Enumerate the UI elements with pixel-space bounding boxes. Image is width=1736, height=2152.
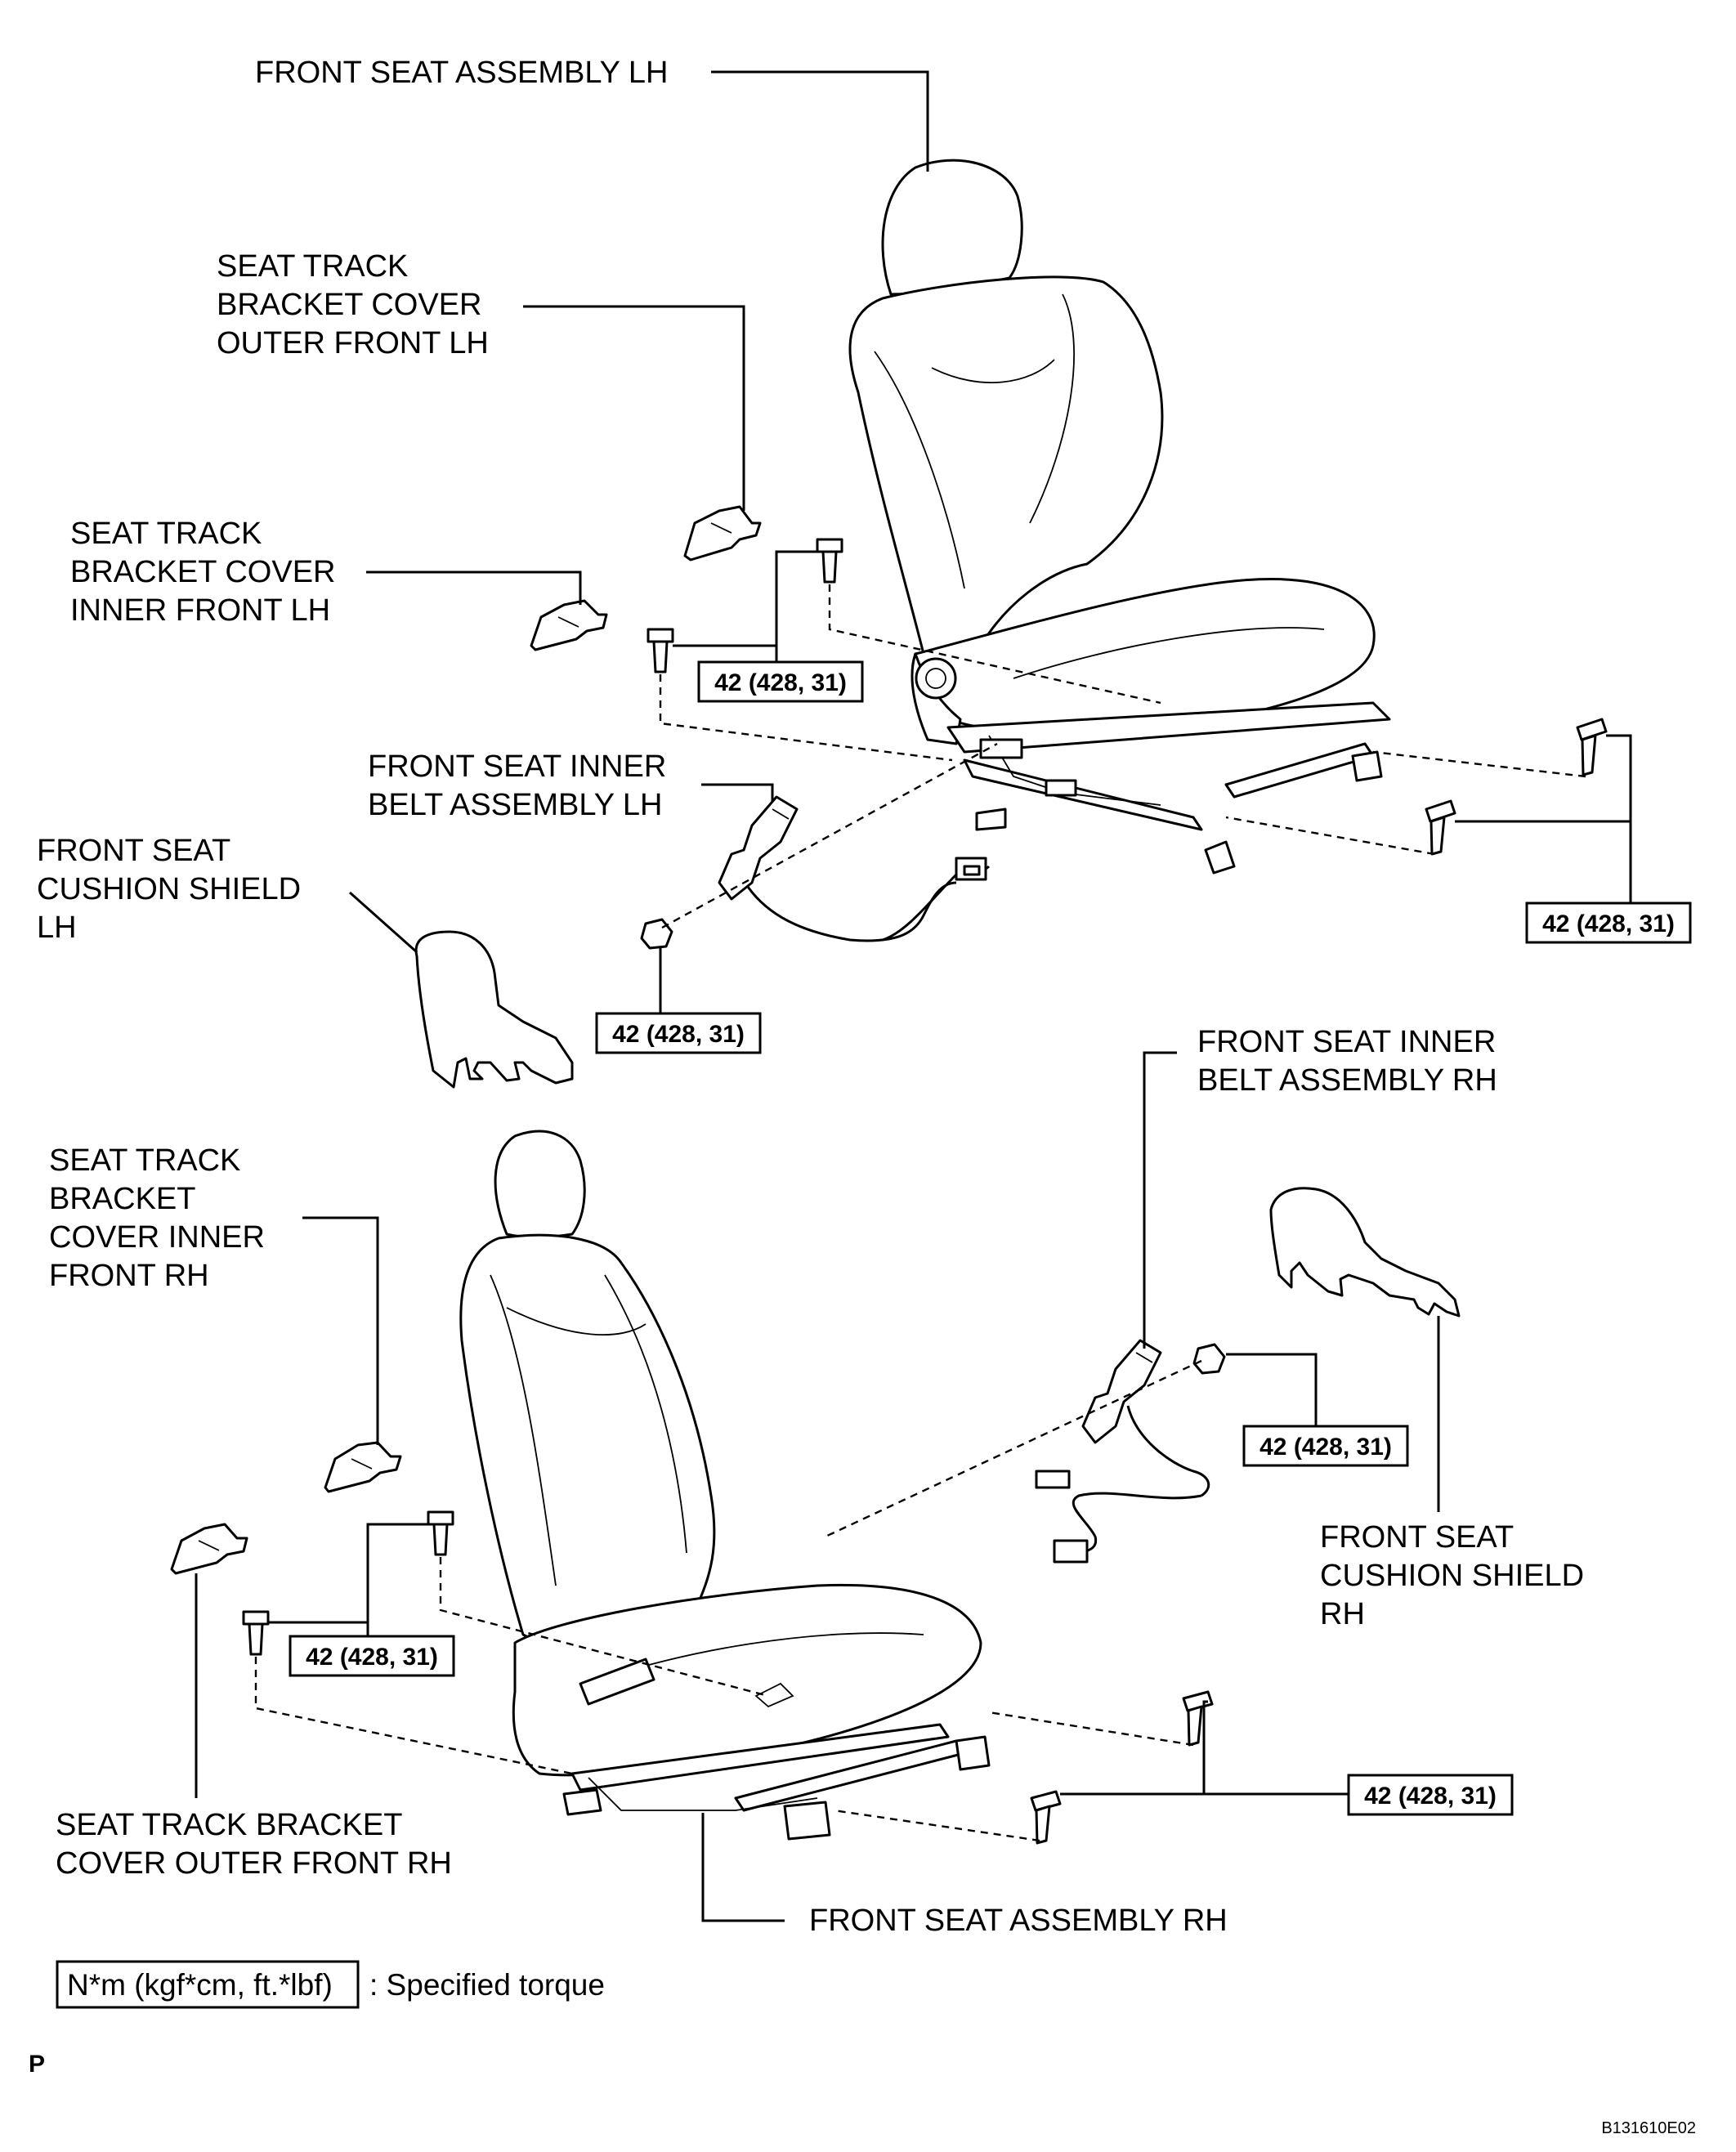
svg-text:42 (428, 31): 42 (428, 31) [612, 1021, 745, 1048]
torque-legend: N*m (kgf*cm, ft.*lbf) : Specified torque [56, 1960, 605, 2009]
svg-text:42 (428, 31): 42 (428, 31) [714, 669, 847, 696]
label-cushion-shield-rh: FRONT SEAT CUSHION SHIELD RH [1320, 1520, 1593, 1631]
label-cover-inner-front-lh: SEAT TRACK BRACKET COVER INNER FRONT LH [70, 517, 344, 628]
torque-box: 42 (428, 31) [1242, 1425, 1409, 1467]
nut-icon [1192, 1343, 1226, 1375]
leader-lines [195, 70, 1632, 1922]
label-cover-outer-front-rh: SEAT TRACK BRACKET COVER OUTER FRONT RH [56, 1808, 452, 1881]
seat-track-bracket-cover-outer-rh [170, 1523, 248, 1575]
label-cover-outer-front-lh: SEAT TRACK BRACKET COVER OUTER FRONT LH [217, 249, 490, 360]
bolt-icon [1425, 799, 1456, 856]
seat-track-bracket-cover-inner-rh [324, 1441, 402, 1493]
assembly-dashed-lines [254, 584, 1586, 1842]
legend-unit-box: N*m (kgf*cm, ft.*lbf) [67, 1968, 333, 2002]
seat-track-bracket-cover-inner-lh [530, 599, 608, 651]
bolt-icon [1576, 718, 1608, 776]
seat-track-bracket-cover-outer-lh [683, 505, 762, 561]
label-cushion-shield-lh: FRONT SEAT CUSHION SHIELD LH [37, 834, 310, 945]
front-seat-cushion-shield-lh [414, 930, 574, 1089]
bolt-icon [242, 1610, 270, 1656]
label-front-seat-assembly-lh: FRONT SEAT ASSEMBLY LH [255, 56, 668, 90]
front-seat-assembly-rh [459, 1130, 991, 1841]
figure-id: B131610E02 [1601, 2119, 1696, 2137]
label-front-seat-assembly-rh: FRONT SEAT ASSEMBLY RH [809, 1904, 1228, 1938]
front-seat-assembly-lh [848, 159, 1391, 875]
label-inner-belt-assembly-lh: FRONT SEAT INNER BELT ASSEMBLY LH [368, 749, 675, 822]
label-inner-belt-assembly-rh: FRONT SEAT INNER BELT ASSEMBLY RH [1197, 1025, 1505, 1098]
bolt-icon [816, 538, 843, 584]
svg-text:42 (428, 31): 42 (428, 31) [306, 1644, 438, 1671]
torque-box: 42 (428, 31) [289, 1635, 455, 1677]
torque-box: 42 (428, 31) [595, 1012, 762, 1054]
front-seat-inner-belt-assembly-rh [1035, 1339, 1210, 1564]
torque-box: 42 (428, 31) [1347, 1774, 1514, 1816]
front-seat-cushion-shield-rh [1269, 1187, 1461, 1318]
bolt-icon [427, 1510, 454, 1556]
label-cover-inner-front-rh: SEAT TRACK BRACKET COVER INNER FRONT RH [49, 1143, 273, 1293]
bolt-icon [647, 628, 674, 673]
torque-box: 42 (428, 31) [697, 660, 864, 703]
bolt-icon [1182, 1690, 1214, 1747]
corner-letter: P [29, 2051, 45, 2078]
torque-box: 42 (428, 31) [1525, 902, 1692, 944]
svg-text:42 (428, 31): 42 (428, 31) [1364, 1783, 1497, 1810]
bolt-icon [1030, 1790, 1062, 1845]
legend-description: : Specified torque [369, 1968, 605, 2002]
svg-text:42 (428, 31): 42 (428, 31) [1259, 1434, 1392, 1461]
svg-text:42 (428, 31): 42 (428, 31) [1542, 910, 1675, 937]
front-seat-inner-belt-assembly-lh [718, 795, 991, 942]
